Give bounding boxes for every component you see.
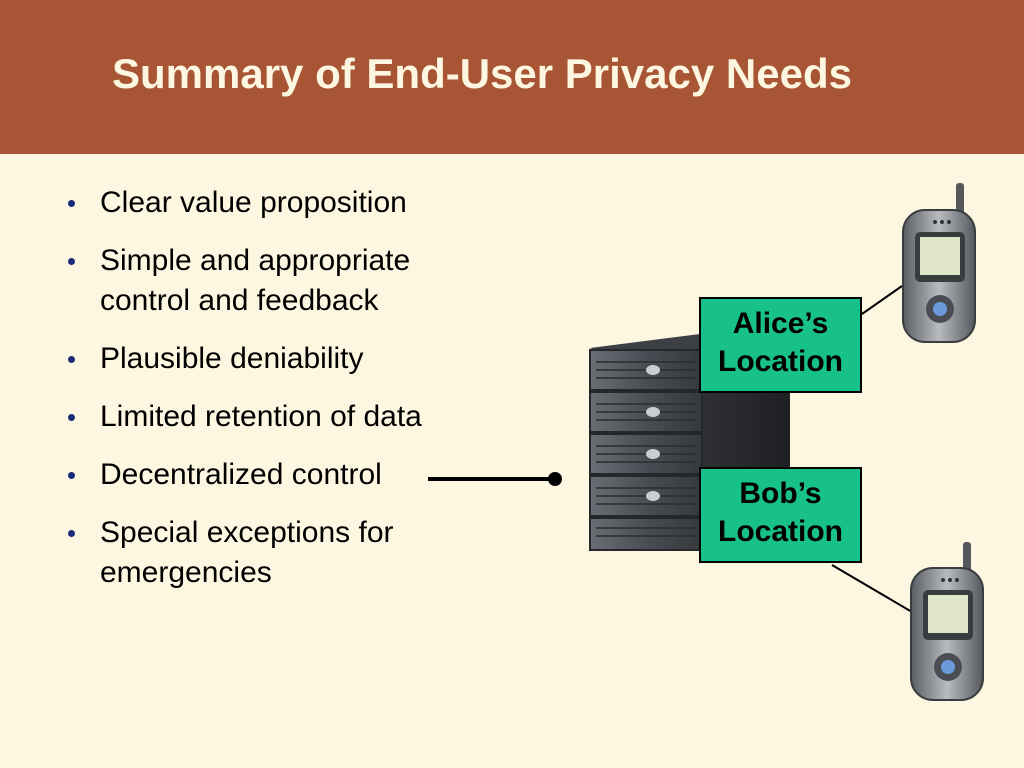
bullet-text: Clear value proposition <box>100 186 407 219</box>
bullet-dot-icon <box>68 530 75 537</box>
alice-phone-icon <box>902 183 976 343</box>
bob-phone-icon <box>910 542 984 701</box>
bullet-list: Clear value proposition Simple and appro… <box>66 183 486 611</box>
bullet-item: Limited retention of data <box>66 397 486 437</box>
bullet-item: Clear value proposition <box>66 183 486 223</box>
bullet-dot-icon <box>68 472 75 479</box>
bullet-text: Decentralized control <box>100 458 382 491</box>
bob-connector-line <box>831 564 913 613</box>
bullet-dot-icon <box>68 356 75 363</box>
bob-location-line2: Location <box>718 515 843 548</box>
bullet-item: Simple and appropriate control and feedb… <box>66 241 486 321</box>
alice-location-line1: Alice’s <box>732 307 829 340</box>
bullet-text: Simple and appropriate <box>100 244 411 277</box>
bullet-dot-icon <box>68 258 75 265</box>
bob-location-box: Bob’s Location <box>699 467 862 563</box>
bullet-text: emergencies <box>100 556 272 589</box>
alice-connector-line <box>861 285 903 315</box>
bullet-dot-icon <box>68 200 75 207</box>
bullet-text: control and feedback <box>100 284 379 317</box>
connector-dot-icon <box>548 472 562 486</box>
bullet-item: Decentralized control <box>66 455 486 495</box>
bullet-item: Special exceptions for emergencies <box>66 513 486 593</box>
bullet-dot-icon <box>68 414 75 421</box>
title-bar: Summary of End-User Privacy Needs <box>0 0 1024 154</box>
bob-location-line1: Bob’s <box>739 477 822 510</box>
bullet-text: Special exceptions for <box>100 516 394 549</box>
bullet-text: Plausible deniability <box>100 342 364 375</box>
alice-location-box: Alice’s Location <box>699 297 862 393</box>
bullet-text: Limited retention of data <box>100 400 422 433</box>
alice-location-line2: Location <box>718 345 843 378</box>
slide-title: Summary of End-User Privacy Needs <box>112 50 852 97</box>
bullet-item: Plausible deniability <box>66 339 486 379</box>
